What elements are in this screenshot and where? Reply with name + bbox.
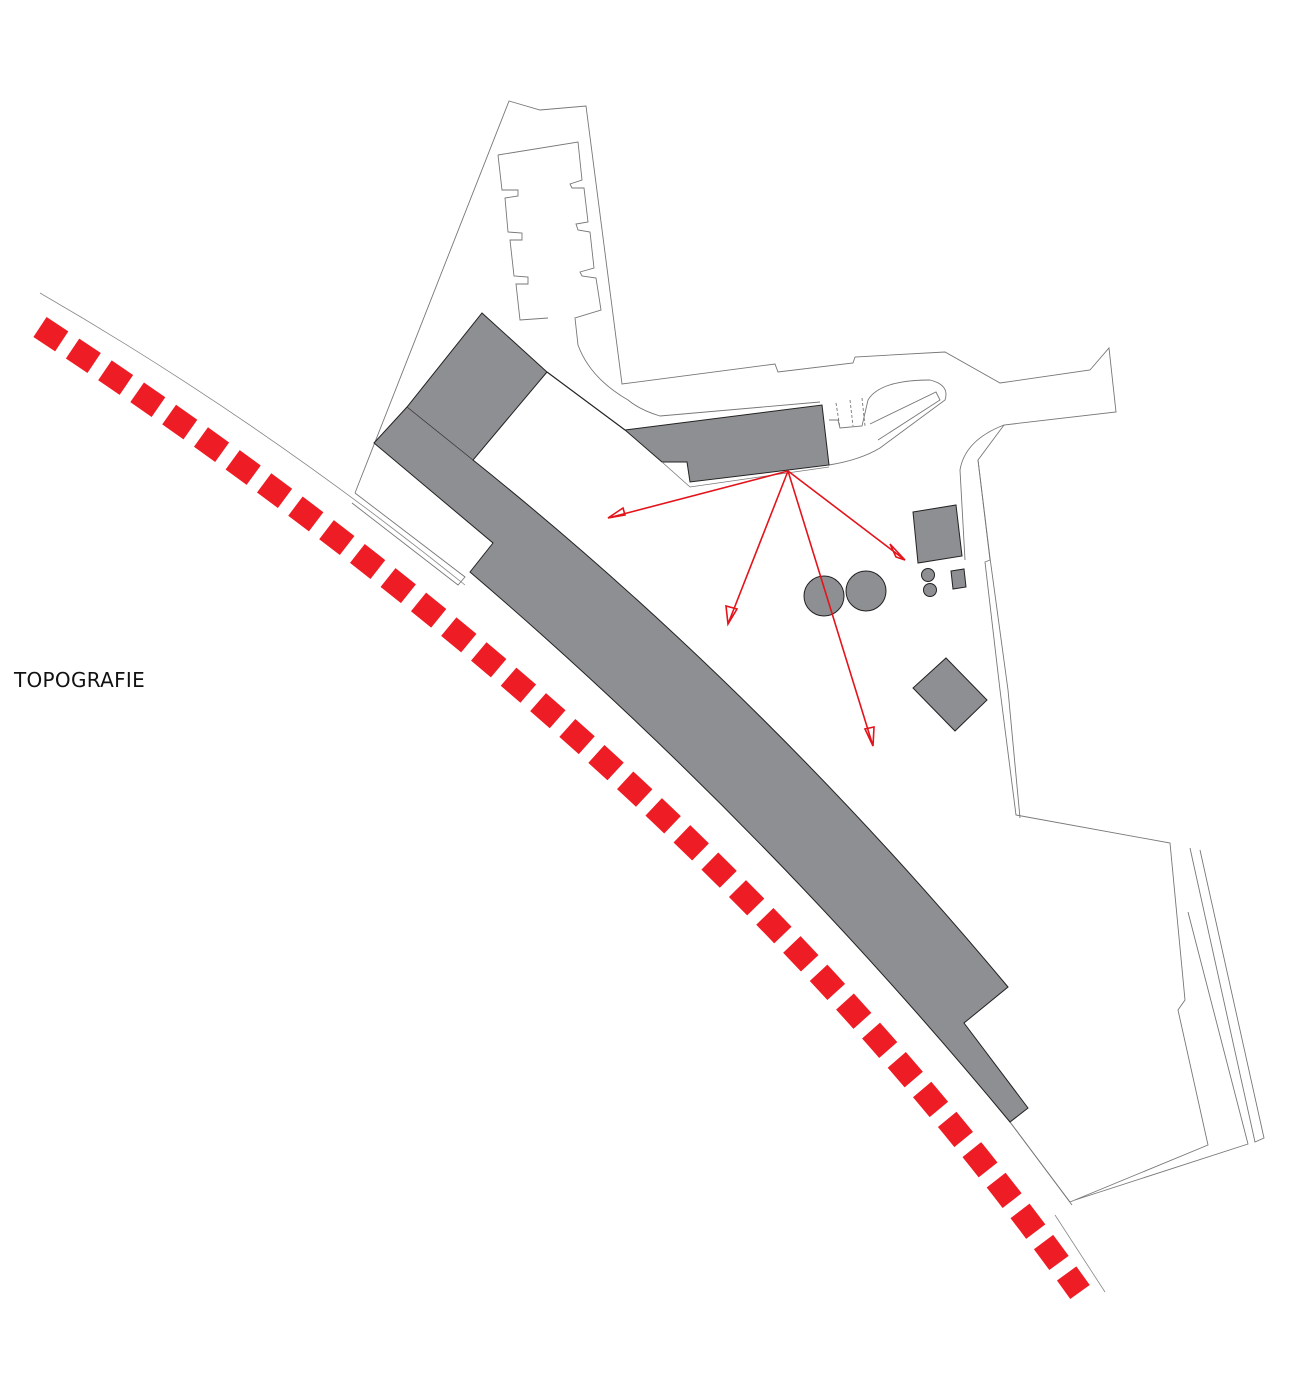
tank-small <box>923 583 937 597</box>
building-edge-line <box>546 371 626 431</box>
view-arrows <box>607 470 906 747</box>
view-arrow-icon <box>725 470 789 627</box>
boundary-dashed-line <box>33 316 1090 1299</box>
tank-small <box>921 568 935 582</box>
view-arrow-icon <box>607 470 789 519</box>
building-joint-line <box>406 406 474 461</box>
silo <box>845 570 887 612</box>
shed <box>912 504 963 564</box>
courtyard-edge <box>661 461 830 488</box>
square-structure <box>912 657 988 732</box>
main-building <box>373 312 1029 1123</box>
silo <box>803 575 845 617</box>
north-building <box>623 404 830 483</box>
drawing-title: TOPOGRAFIE <box>14 668 146 692</box>
railway-edge-line <box>39 292 1106 1293</box>
ancillary-structures <box>803 504 988 732</box>
view-arrow-icon <box>787 470 875 747</box>
small-box <box>950 568 967 590</box>
site-outline <box>351 100 1265 1206</box>
view-arrow-icon <box>787 470 906 561</box>
